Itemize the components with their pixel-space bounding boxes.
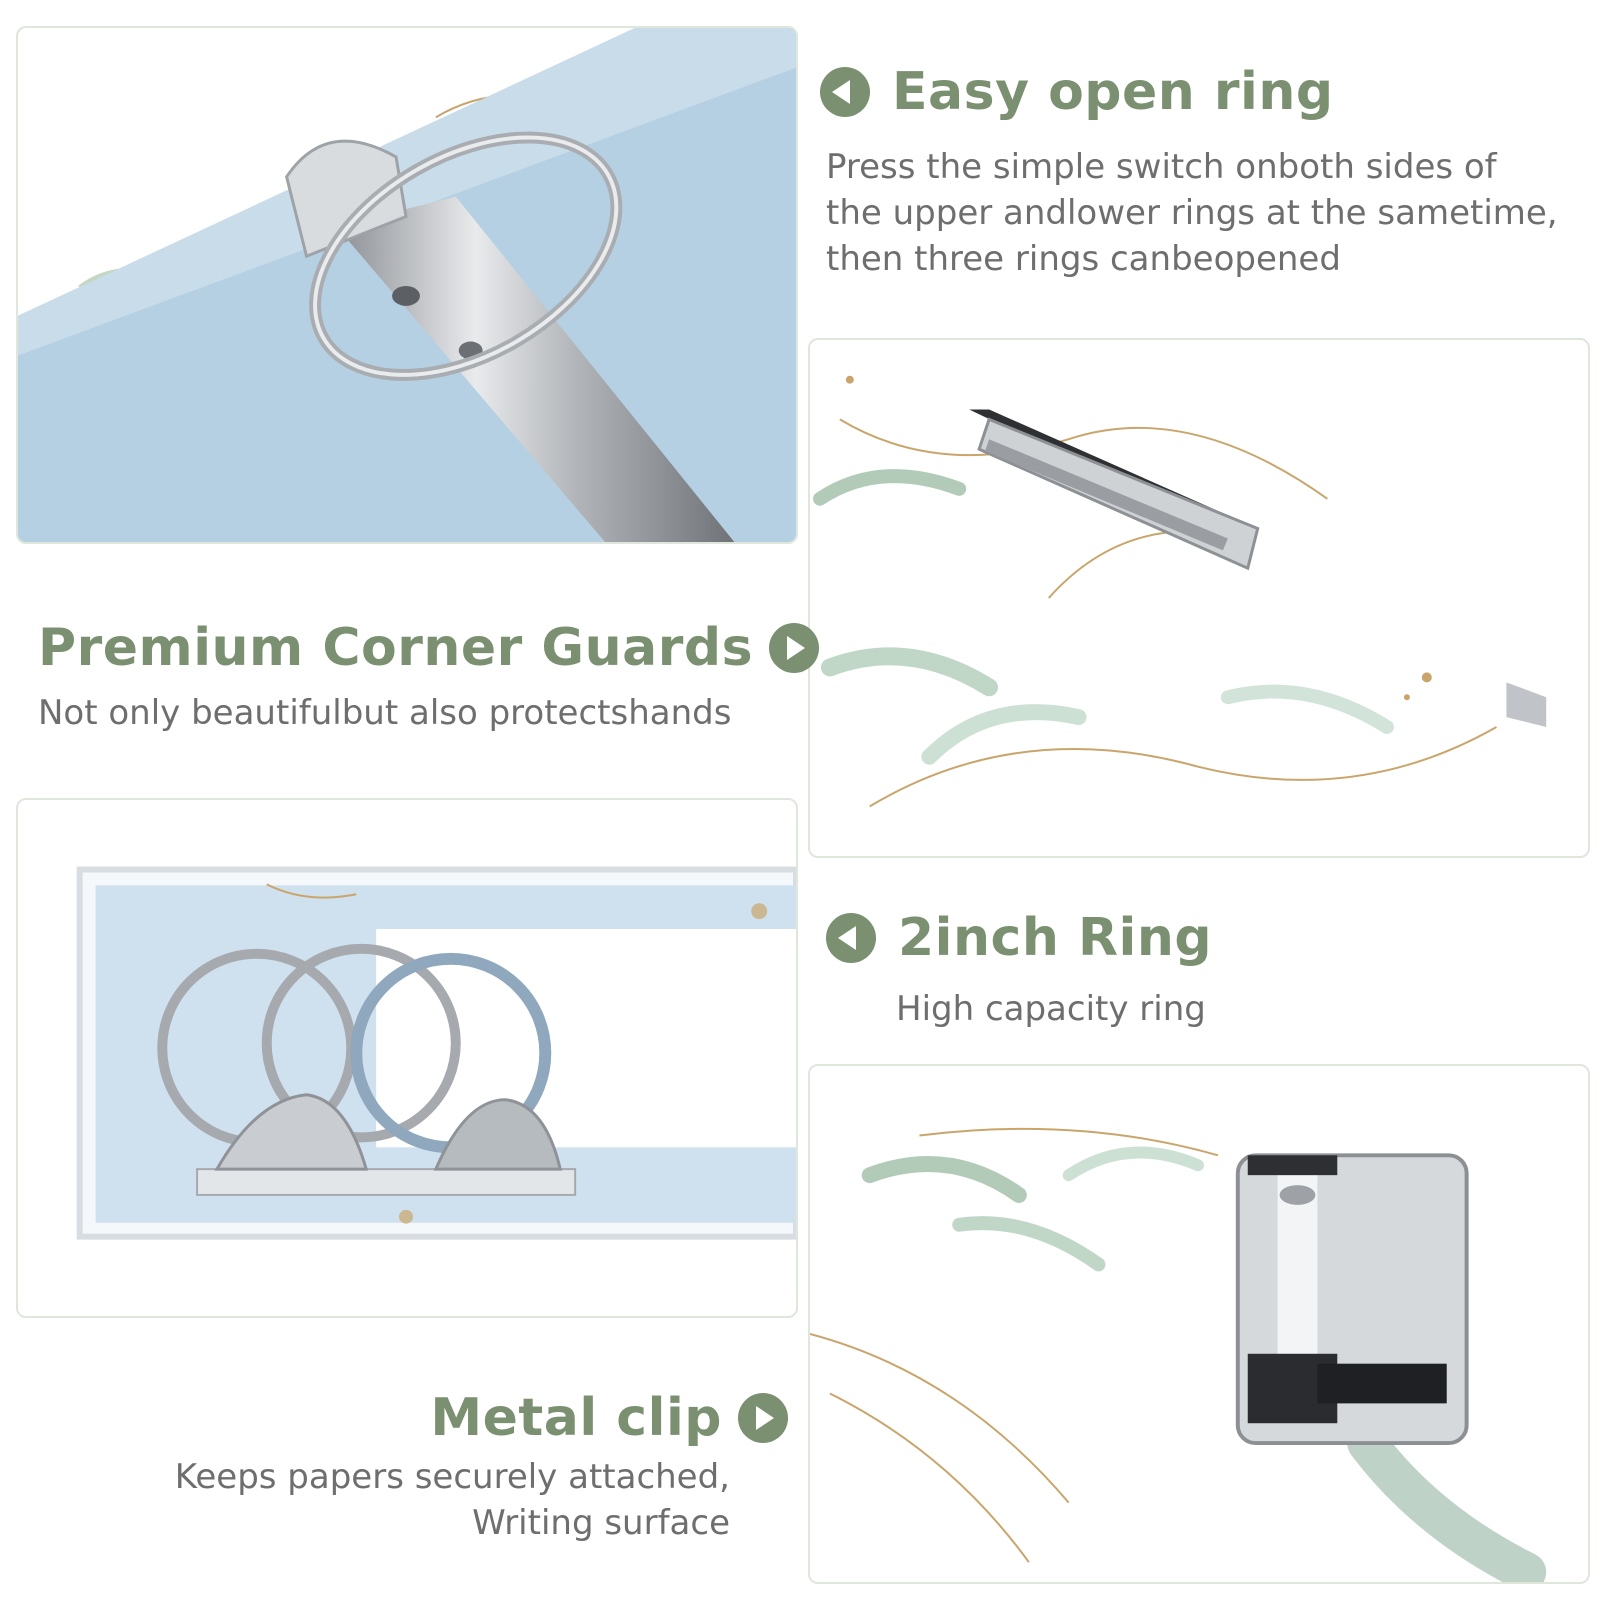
description-line: the upper andlower rings at the sametime… (826, 193, 1558, 233)
arrow-left-circle-icon (826, 913, 876, 963)
description-line: Writing surface (472, 1503, 730, 1543)
two-inch-ring-heading: 2inch Ring (826, 912, 1212, 964)
metal-clip-closeup-image (808, 1064, 1590, 1584)
description-line: Keeps papers securely attached, (174, 1457, 730, 1497)
easy-open-ring-heading: Easy open ring (820, 66, 1334, 118)
arrow-right-circle-icon (769, 623, 820, 673)
metal-clip-description: Keeps papers securely attached, Writing … (175, 1454, 730, 1546)
easy-open-ring-description: Press the simple switch onboth sides of … (826, 144, 1558, 282)
corner-guards-heading: Premium Corner Guards (38, 618, 820, 678)
three-ring-mechanism-image (16, 798, 798, 1318)
corner-guards-description: Not only beautifulbut also protectshands (38, 690, 731, 736)
metal-clip-heading: Metal clip (430, 1392, 788, 1444)
description-line: Press the simple switch onboth sides of (826, 147, 1497, 187)
arrow-left-circle-icon (820, 67, 870, 117)
description-line: Not only beautifulbut also protectshands (38, 693, 732, 733)
arrow-right-circle-icon (738, 1393, 788, 1443)
two-inch-ring-description: High capacity ring (896, 986, 1206, 1032)
corner-guards-title: Premium Corner Guards (38, 618, 754, 678)
description-line: High capacity ring (896, 989, 1206, 1029)
clipboard-top-clip-image (808, 338, 1590, 858)
metal-clip-title: Metal clip (430, 1388, 722, 1448)
two-inch-ring-title: 2inch Ring (898, 908, 1213, 968)
ring-closeup-image (16, 26, 798, 544)
easy-open-ring-title: Easy open ring (892, 62, 1334, 122)
description-line: then three rings canbeopened (826, 239, 1341, 279)
